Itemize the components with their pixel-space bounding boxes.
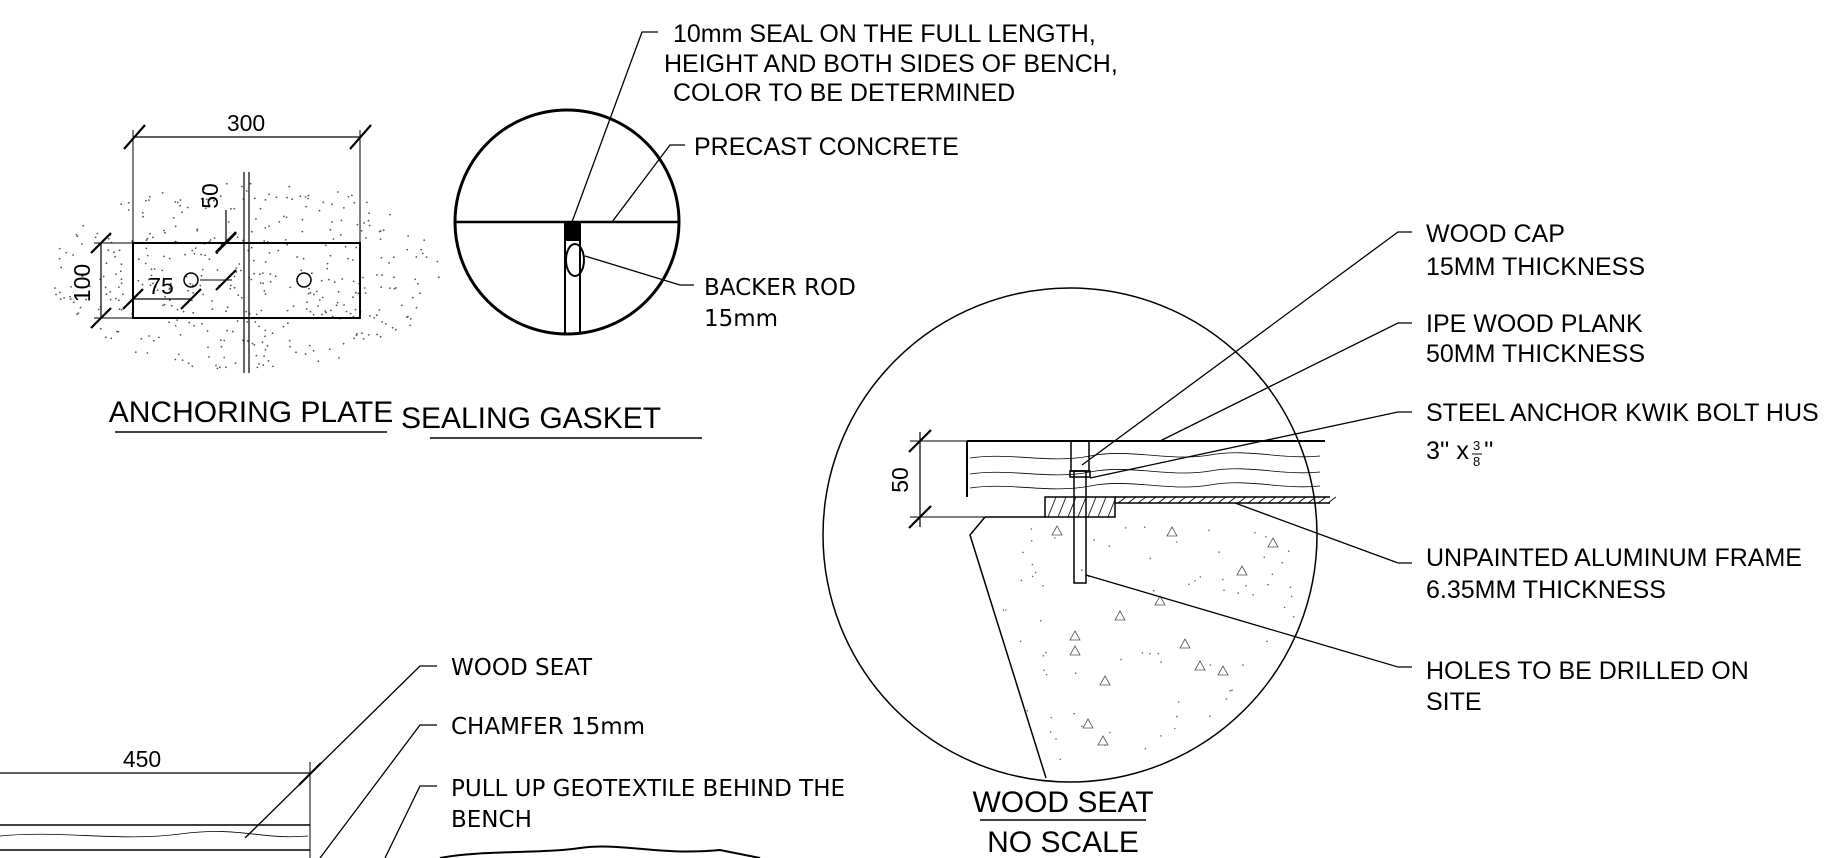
sealing-gasket-title: SEALING GASKET — [401, 402, 661, 435]
wood-seat-subtitle: NO SCALE — [987, 826, 1139, 858]
geotextile-mound — [439, 845, 761, 858]
holes-label-line2: SITE — [1426, 688, 1482, 716]
dim-450-text: 450 — [123, 746, 161, 772]
fraction-inch-mark: '' — [1484, 437, 1494, 465]
wood-cap — [1070, 440, 1090, 472]
wood-cap-leader — [1081, 231, 1412, 466]
wood-seat-detail-circle — [822, 287, 1318, 783]
aluminum-frame — [1044, 496, 1116, 518]
ipe-plank-thickness: 50MM THICKNESS — [1426, 340, 1645, 368]
dim-50-text: 50 — [197, 183, 223, 209]
holes-leader — [1085, 574, 1412, 668]
wood-seat-title: WOOD SEAT — [972, 786, 1153, 819]
concrete-aggregate — [1002, 525, 1295, 761]
holes-label: HOLES TO BE DRILLED ON — [1426, 657, 1749, 685]
aluminum-frame-label: UNPAINTED ALUMINUM FRAME — [1426, 544, 1802, 572]
anchor-hole — [183, 272, 199, 288]
sealing-gasket-detail: 10mm SEAL ON THE FULL LENGTH, HEIGHT AND… — [401, 20, 1118, 439]
seal-leader — [571, 31, 658, 223]
dim-100-text: 100 — [69, 264, 95, 302]
aluminum-frame-leader — [1234, 502, 1412, 564]
dim-50-text: 50 — [887, 467, 913, 493]
ipe-plank-label: IPE WOOD PLANK — [1426, 310, 1643, 338]
seal-note-line1: 10mm SEAL ON THE FULL LENGTH, — [673, 20, 1096, 48]
anchoring-plate-detail: 300 100 50 75 ANCHORING PLATE — [54, 110, 440, 433]
backer-leader — [584, 255, 694, 286]
precast-concrete-label: PRECAST CONCRETE — [694, 133, 959, 161]
chamfer-leader — [319, 724, 437, 858]
steel-anchor-label: STEEL ANCHOR KWIK BOLT HUS — [1426, 399, 1819, 427]
seal-note-line2: HEIGHT AND BOTH SIDES OF BENCH, — [664, 50, 1118, 78]
anchoring-plate-title: ANCHORING PLATE — [109, 396, 394, 429]
backer-rod — [565, 243, 585, 277]
backer-rod-size: 15mm — [704, 306, 778, 332]
fraction-denominator: 8 — [1473, 454, 1480, 469]
backer-rod-label: BACKER ROD — [704, 275, 856, 301]
chamfer-label: CHAMFER 15mm — [451, 714, 645, 740]
ipe-plank-leader — [1159, 322, 1412, 442]
dim-300-text: 300 — [227, 110, 265, 136]
anchor-plate — [132, 242, 361, 319]
seal-note-line3: COLOR TO BE DETERMINED — [673, 79, 1015, 107]
dim-75-text: 75 — [148, 273, 174, 299]
geotextile-label: PULL UP GEOTEXTILE BEHIND THE — [451, 776, 845, 802]
wood-cap-label: WOOD CAP — [1426, 220, 1565, 248]
fraction-numerator: 3 — [1473, 438, 1480, 453]
steel-anchor-size: 3'' x — [1426, 437, 1469, 465]
wood-seat-detail: 50 WOOD CAP 15MM THICKNESS IPE WOOD PLAN… — [822, 220, 1819, 858]
anchor-hole — [296, 272, 312, 288]
wood-seat-leader — [244, 665, 437, 839]
seal-fill — [565, 223, 580, 241]
concrete-edge — [969, 516, 1047, 779]
wood-seat-label: WOOD SEAT — [451, 655, 593, 681]
aluminum-frame-thickness: 6.35MM THICKNESS — [1426, 576, 1666, 604]
wood-cap-thickness: 15MM THICKNESS — [1426, 253, 1645, 281]
concrete-stipple — [54, 182, 440, 370]
geotextile-label-line2: BENCH — [451, 807, 532, 833]
precast-leader — [611, 144, 685, 223]
geotextile-leader — [384, 785, 437, 858]
bench-section-detail: 450 WOOD SEAT CHAMFER 15mm PULL UP GEOTE… — [0, 655, 845, 858]
frame-hatch — [1047, 496, 1337, 518]
steel-anchor-leader — [1089, 411, 1412, 479]
